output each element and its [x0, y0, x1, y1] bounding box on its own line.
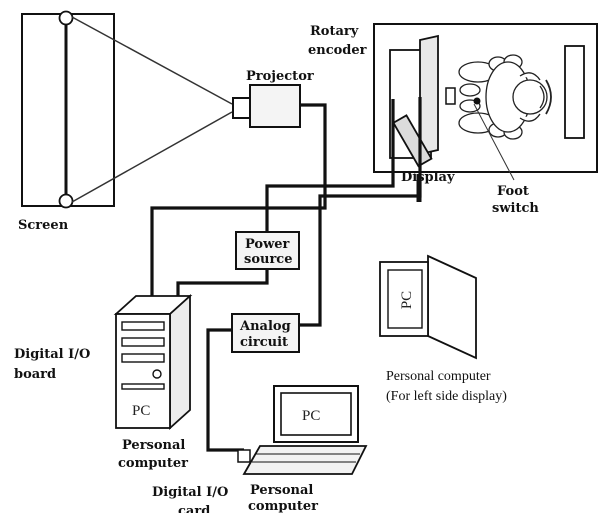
screen-top-pivot [58, 10, 74, 26]
encoder-connector [445, 87, 456, 105]
foot-switch-marker [473, 97, 481, 105]
left-display-caption-line1: Personal computer [386, 369, 491, 384]
projector [232, 84, 301, 128]
side-panel [564, 45, 585, 139]
analog-circuit-box [231, 313, 300, 353]
digital-io-card-label: Digital I/O card [152, 485, 233, 513]
screen-frame [21, 13, 115, 207]
screen [21, 10, 115, 209]
analog-circuit-label-line2: circuit [240, 335, 288, 350]
projector-body [249, 84, 301, 128]
personal-computer-laptop-label-line2: computer [248, 499, 318, 513]
personal-computer-laptop-label-line1: Personal [250, 483, 313, 498]
power-source-label-line1: Power [245, 237, 290, 252]
cable-circuit-to-laptop [206, 328, 244, 452]
projector-lens [232, 97, 251, 119]
personal-computer-desktop-label-line2: computer [118, 456, 188, 471]
rotating-panel [419, 34, 439, 156]
foot-switch-label-line2: switch [492, 201, 539, 216]
analog-circuit-label-line1: Analog [239, 319, 291, 334]
laptop-io-card-slot [237, 449, 251, 463]
cable-projector-to-pc [150, 103, 327, 298]
analog-circuit-label: Analog circuit [239, 319, 295, 350]
personal-computer-laptop-label: Personal computer [248, 483, 318, 513]
cables [150, 97, 422, 452]
personal-computer-desktop-label: Personal computer [118, 438, 190, 471]
left-display-caption: Personal computer (For left side display… [386, 369, 507, 404]
rotary-encoder-label: Rotary encoder [308, 24, 367, 58]
personal-computer-desktop-label-line1: Personal [122, 438, 185, 453]
subject-figure [458, 54, 552, 140]
cable-display-to-power [265, 99, 395, 232]
rotary-encoder-label-line2: encoder [308, 43, 367, 58]
digital-io-card-label-line2: card [178, 504, 210, 513]
digital-io-board-label-line2: board [14, 367, 56, 382]
cable-encoder-to-circuit [299, 97, 422, 327]
pc-tower [113, 293, 193, 431]
pc-laptop-label: PC [302, 408, 320, 424]
apparatus-top-view [373, 23, 598, 173]
left-display-pc [379, 254, 477, 360]
pc-tower-label: PC [132, 403, 150, 419]
digital-io-board-label-line1: Digital I/O [14, 347, 90, 362]
rotary-encoder-label-line1: Rotary [310, 24, 359, 39]
power-source-label-line2: source [244, 252, 292, 267]
screen-label: Screen [18, 218, 69, 233]
digital-io-card-label-line1: Digital I/O [152, 485, 228, 500]
left-display-caption-line2: (For left side display) [386, 389, 507, 404]
digital-io-board-label: Digital I/O board [14, 347, 95, 382]
power-source-label: Power source [244, 237, 294, 267]
display-label: Display [401, 170, 455, 185]
foot-switch-label-line1: Foot [497, 184, 529, 199]
foot-switch-label: Foot switch [492, 184, 539, 216]
cable-power-to-pc [176, 269, 269, 298]
screen-bottom-pivot [58, 193, 74, 209]
power-source-box [235, 231, 300, 270]
projector-label: Projector [246, 69, 314, 84]
projection-beam [71, 16, 233, 203]
foot-switch-leader [473, 103, 515, 181]
laptop [237, 385, 368, 475]
pc-left-display-label: PC [399, 291, 415, 309]
